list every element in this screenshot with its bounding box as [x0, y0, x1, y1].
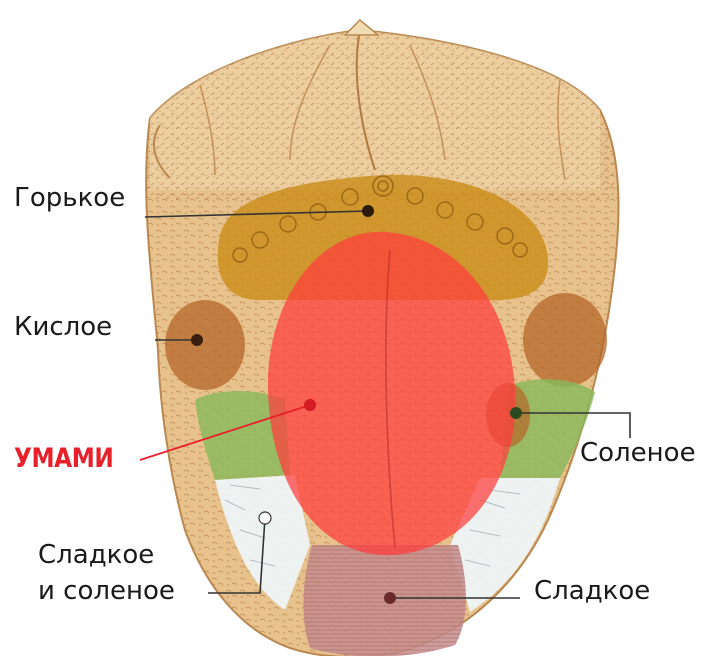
label-sour: Кислое — [14, 312, 112, 343]
zone-sour-right — [523, 293, 607, 387]
zone-sour-left — [165, 300, 245, 390]
label-umami: УМАМИ — [14, 443, 113, 475]
label-sweet-and-salty-line2: и соленое — [38, 576, 175, 607]
label-bitter: Горькое — [14, 183, 125, 214]
label-sweet: Сладкое — [534, 576, 650, 607]
label-sweet-and-salty-line1: Сладкое — [38, 540, 154, 571]
label-salty: Соленое — [580, 438, 696, 469]
